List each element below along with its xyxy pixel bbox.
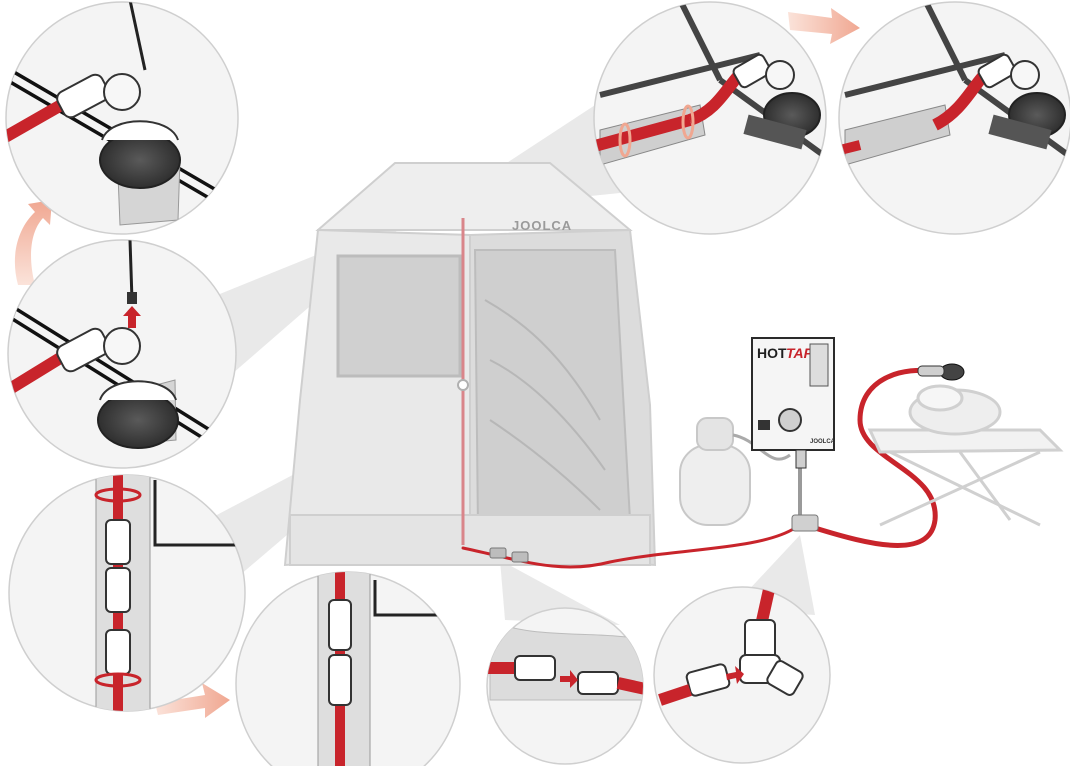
gas-bottle-icon: [679, 417, 791, 526]
shower-tent: JOOLCA: [283, 162, 657, 567]
connector-b: [511, 551, 529, 563]
detail-circle-roof-routing: [593, 1, 827, 235]
heater-display: [758, 420, 770, 430]
detail-circle-hose-connected: [235, 571, 461, 766]
table-leg-2: [879, 450, 1041, 527]
splitter-small: [791, 514, 819, 532]
heater-sticker: [809, 343, 829, 387]
tent-window: [336, 254, 462, 378]
basin-item: [916, 384, 964, 412]
step-arrow-icon: [14, 200, 53, 285]
detail-circle-roof-secured: [838, 1, 1070, 235]
table-leg-1: [889, 450, 1041, 527]
heater-valve: [795, 449, 807, 469]
detail-circle-y-splitter: [653, 586, 831, 764]
ground-connectors: [489, 514, 819, 563]
heater-logo-hot: HOT: [757, 345, 787, 361]
step-arrow-icon: [788, 8, 860, 44]
tent-brand-label: JOOLCA: [512, 218, 572, 233]
heater-brand-label: JOOLCA: [810, 439, 836, 445]
detail-circle-shower-attach: [7, 239, 237, 469]
tent-floor: [289, 514, 651, 566]
gas-bottle-neck: [696, 417, 734, 451]
detail-circle-shower-attached: [5, 1, 239, 235]
detail-circle-connector: [486, 607, 644, 765]
water-heater-icon: HOT TAP JOOLCA: [751, 337, 836, 469]
heater-logo-tap: TAP: [786, 345, 814, 361]
step-arrows: [14, 8, 860, 718]
hand-shower-handle: [917, 365, 945, 377]
beam-connector: [500, 560, 620, 625]
step-arrow-icon: [155, 683, 230, 718]
tent-hose-clip: [457, 379, 469, 391]
gas-bottle-body: [679, 444, 751, 526]
connector-a: [489, 547, 507, 559]
table-leg-3: [958, 451, 1012, 521]
tent-door-folds: [484, 299, 606, 511]
tent-door-panel: [473, 249, 632, 532]
hose-splitter-to-table: [812, 367, 943, 548]
tent-roof: [315, 162, 633, 231]
detail-circle-hose-clips: [8, 474, 246, 712]
heater-dial: [778, 408, 802, 432]
gas-line: [732, 433, 791, 461]
folding-table-icon: [867, 384, 1064, 527]
hand-shower-icon: [917, 363, 965, 381]
